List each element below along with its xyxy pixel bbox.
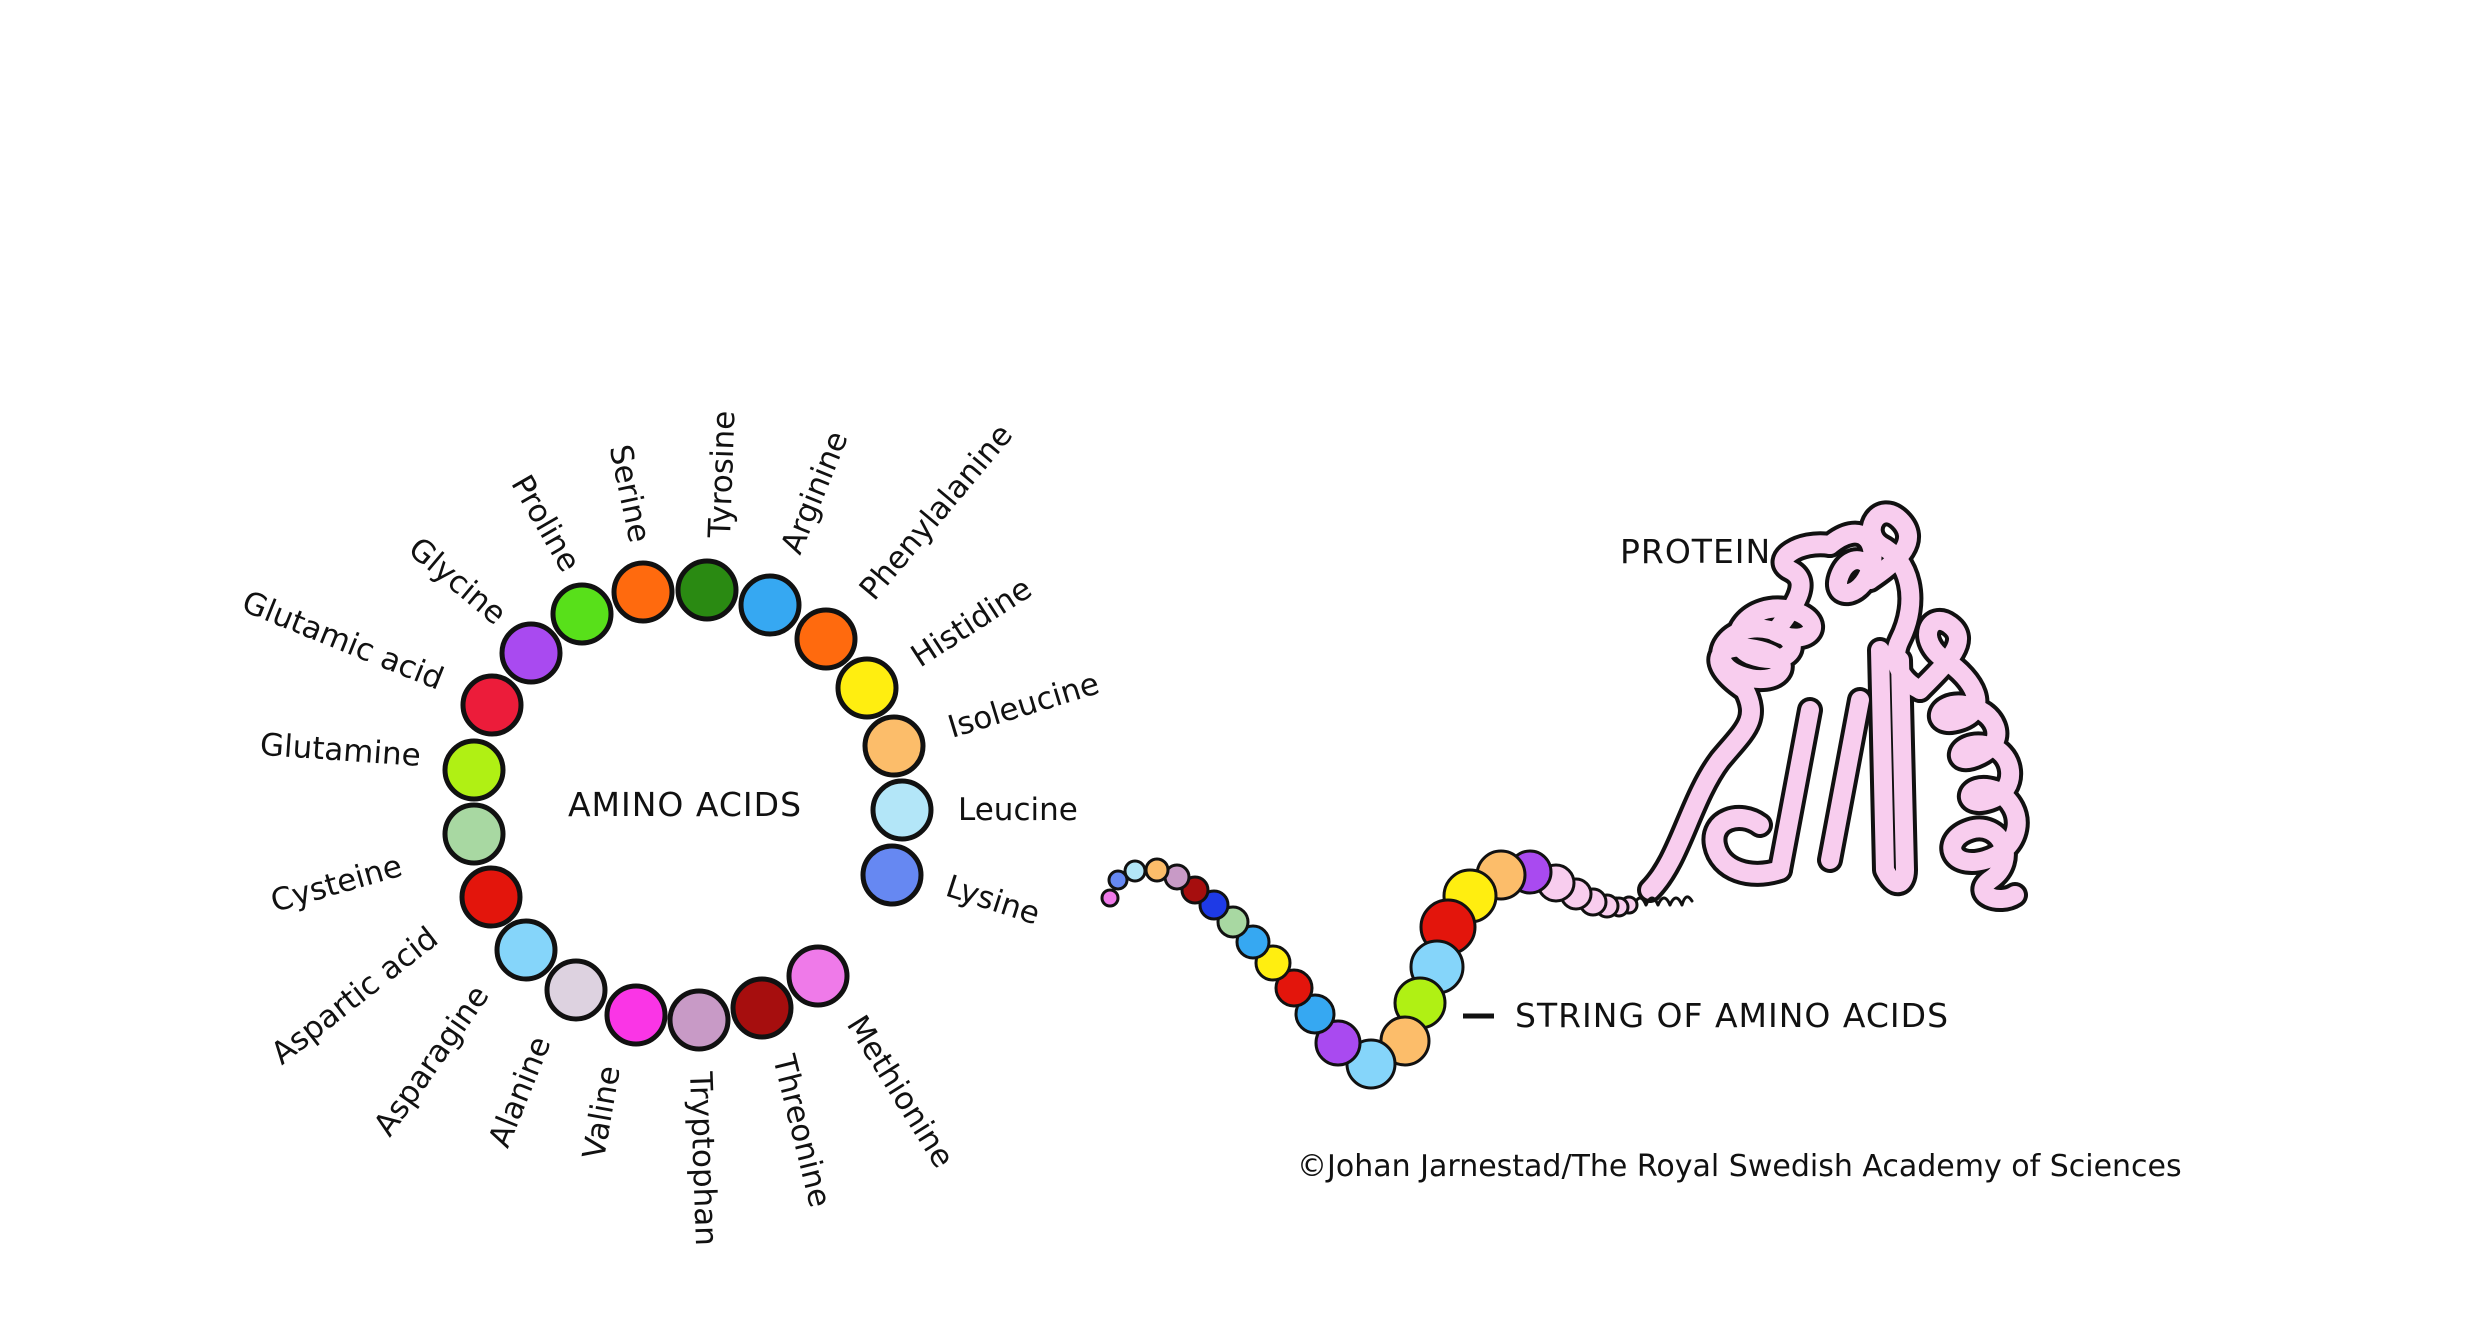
protein-ribbon-fill (1641, 504, 2026, 908)
bead-serine (611, 560, 675, 624)
label-methionine: Methionine (839, 1009, 961, 1174)
label-glutamic-acid: Glutamic acid (237, 584, 448, 697)
bead-cysteine (442, 802, 506, 866)
bead-phenylalanine (794, 607, 858, 671)
protein-structure (1608, 500, 2030, 912)
bead-valine (604, 983, 668, 1047)
label-tyrosine: Tyrosine (702, 410, 742, 539)
amino-acid-proline: Proline (504, 469, 614, 646)
amino-acid-isoleucine: Isoleucine (862, 666, 1104, 778)
label-leucine: Leucine (958, 792, 1078, 828)
amino-acid-tryptophan: Tryptophan (667, 988, 731, 1246)
chain-bead (1100, 888, 1120, 908)
amino-acid-serine: Serine (602, 442, 675, 624)
copyright-credit: ©Johan Jarnestad/The Royal Swedish Acade… (1297, 1149, 2182, 1184)
string-of-amino-acids-label: STRING OF AMINO ACIDS (1515, 996, 1949, 1035)
amino-acid-lysine: Lysine (860, 843, 1045, 932)
bead-tryptophan (667, 988, 731, 1052)
bead-methionine (786, 944, 850, 1008)
label-phenylalanine: Phenylalanine (853, 417, 1020, 607)
label-asparagine: Asparagine (367, 979, 497, 1143)
amino-acid-tyrosine: Tyrosine (675, 410, 742, 622)
chain-bead (1314, 1019, 1362, 1067)
amino-acids-title: AMINO ACIDS (568, 785, 802, 824)
bead-tyrosine (675, 558, 739, 622)
bead-histidine (835, 656, 899, 720)
amino-acid-threonine: Threonine (730, 976, 838, 1211)
amino-acid-leucine: Leucine (870, 778, 1078, 842)
bead-proline (550, 582, 614, 646)
label-valine: Valine (576, 1063, 628, 1162)
bead-arginine (738, 573, 802, 637)
label-histidine: Histidine (905, 571, 1039, 675)
bead-alanine (544, 958, 608, 1022)
amino-acid-chain (1100, 849, 1639, 1090)
label-glutamine: Glutamine (259, 727, 422, 774)
label-arginine: Arginine (774, 426, 856, 559)
bead-glutamic-acid (460, 673, 524, 737)
label-proline: Proline (504, 469, 588, 578)
label-isoleucine: Isoleucine (944, 666, 1104, 746)
chain-bead (1274, 968, 1314, 1008)
label-lysine: Lysine (942, 868, 1045, 932)
chain-bead (1235, 924, 1271, 960)
label-alanine: Alanine (482, 1032, 559, 1153)
bead-leucine (870, 778, 934, 842)
amino-acid-glutamine: Glutamine (259, 727, 506, 802)
amino-acid-ring: Glutamic acid Glycine Proline Serine Tyr… (237, 410, 1103, 1246)
bead-aspartic-acid (459, 865, 523, 929)
label-tryptophan: Tryptophan (682, 1070, 724, 1246)
chain-bead (1294, 993, 1336, 1035)
bead-glutamine (442, 738, 506, 802)
chain-bead (1144, 857, 1170, 883)
chain-bead (1123, 859, 1147, 883)
label-serine: Serine (602, 442, 658, 546)
label-glycine: Glycine (401, 530, 513, 632)
protein-label: PROTEIN (1620, 532, 1771, 571)
label-threonine: Threonine (765, 1050, 838, 1211)
bead-threonine (730, 976, 794, 1040)
bead-isoleucine (862, 714, 926, 778)
chain-bead (1107, 869, 1129, 891)
bead-asparagine (494, 918, 558, 982)
amino-acid-arginine: Arginine (738, 426, 856, 637)
bead-lysine (860, 843, 924, 907)
bead-glycine (499, 621, 563, 685)
label-cysteine: Cysteine (267, 848, 406, 920)
